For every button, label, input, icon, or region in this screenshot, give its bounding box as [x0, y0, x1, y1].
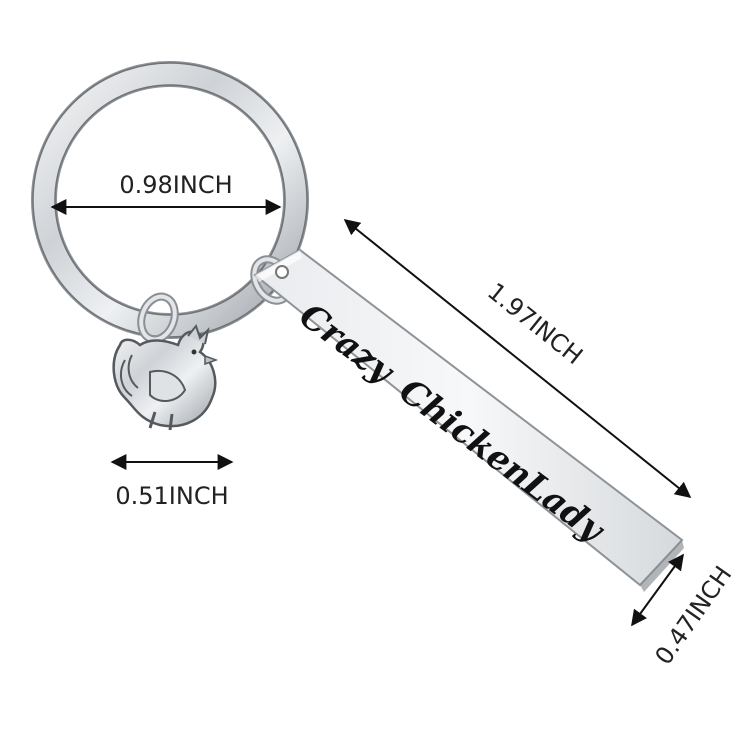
chicken-charm: [112, 323, 219, 431]
ring-diameter-label: 0.98INCH: [119, 171, 232, 199]
jump-ring-charm: [137, 292, 179, 344]
tag-width-label: 0.47INCH: [649, 561, 737, 670]
charm-width-label: 0.51INCH: [115, 482, 228, 510]
dimension-ring: 0.98INCH: [50, 171, 282, 215]
tag-length-label: 1.97INCH: [482, 277, 588, 370]
dimension-charm: 0.51INCH: [110, 454, 234, 510]
